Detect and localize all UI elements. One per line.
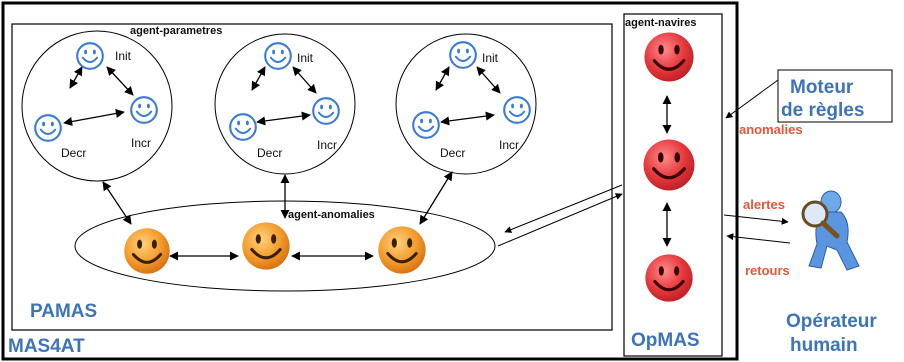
blue-smiley-icon: [34, 114, 62, 142]
mas4at-frame: [1, 1, 739, 361]
retours-flow-label: retours: [745, 263, 790, 278]
magnifier-person-icon: [801, 190, 860, 271]
init-label: Init: [115, 49, 132, 63]
decr-label: Decr: [61, 146, 86, 160]
opmas-frame: [623, 13, 723, 357]
incr-label: Incr: [499, 138, 519, 152]
anomalies-flow-label: anomalies: [739, 122, 803, 137]
blue-smiley-icon: [264, 42, 292, 70]
opmas-pamas-arrows: [497, 184, 623, 247]
alertes-flow-label: alertes: [743, 197, 785, 212]
moteur-regles-box: [777, 69, 893, 123]
blue-smiley-icon: [229, 113, 257, 141]
decr-label: Decr: [257, 146, 282, 160]
init-label: Init: [482, 51, 499, 65]
opmas-label: OpMAS: [631, 330, 700, 351]
blue-smiley-icon: [312, 97, 340, 125]
init-label: Init: [297, 51, 314, 65]
blue-smiley-icon: [412, 111, 440, 139]
moteur-label-line2: de règles: [781, 100, 864, 121]
moteur-label-line1: Moteur: [790, 77, 854, 98]
agent-navires-label: agent-navires: [625, 17, 697, 29]
incr-label: Incr: [317, 138, 337, 152]
red-smiley-icon: [642, 30, 696, 84]
orange-smiley-icon: [240, 220, 292, 272]
orange-smiley-icon: [376, 224, 428, 276]
group-to-anomaly-arrows: [102, 171, 453, 225]
incr-label: Incr: [131, 136, 151, 150]
external-arrows: [723, 79, 791, 244]
param-group-circle-1: [21, 30, 173, 182]
param-group-circle-3: [395, 33, 537, 175]
mas4at-label: MAS4AT: [8, 336, 85, 357]
agent-anomalies-label: agent-anomalies: [288, 209, 375, 221]
pamas-label: PAMAS: [30, 301, 97, 322]
red-smiley-icon: [641, 137, 697, 193]
decr-label: Decr: [440, 146, 465, 160]
group3-arrows: [435, 66, 501, 126]
operateur-label-line2: humain: [790, 335, 858, 356]
operateur-label-line1: Opérateur: [786, 311, 877, 332]
blue-smiley-icon: [130, 96, 158, 124]
blue-smiley-icon: [449, 41, 477, 69]
param-group-circle-2: [214, 33, 356, 175]
red-smiley-icon: [643, 252, 695, 304]
agent-parametres-label: agent-parametres: [130, 25, 222, 37]
pamas-frame: [11, 23, 613, 331]
blue-smiley-icon: [503, 96, 531, 124]
group2-arrows: [251, 66, 317, 126]
orange-smiley-icon: [122, 226, 172, 276]
group1-arrows: [63, 66, 134, 126]
blue-smiley-icon: [76, 42, 104, 70]
